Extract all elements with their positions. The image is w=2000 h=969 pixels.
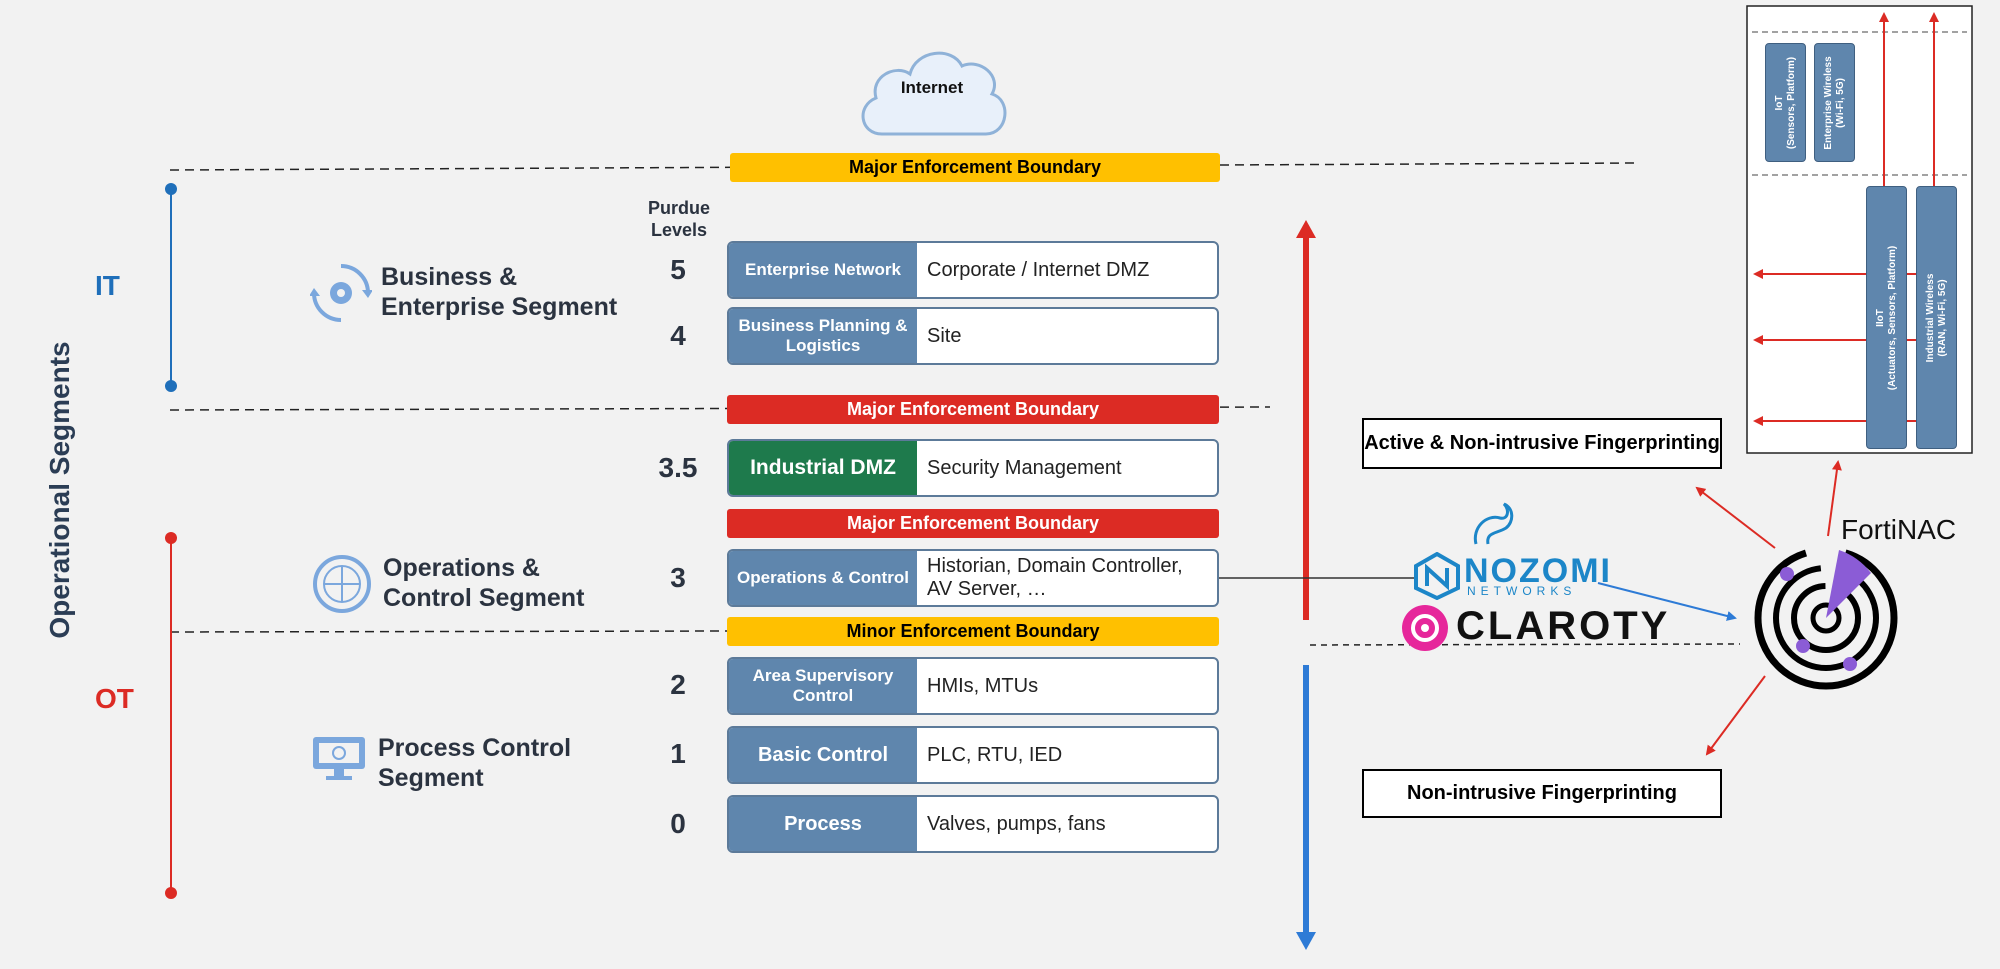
nozomi-sub: NETWORKS (1467, 584, 1577, 598)
level-number: 2 (670, 669, 686, 700)
business-segment-label: Business & Enterprise Segment (381, 263, 618, 321)
process-segment-label: Process Control Segment (378, 734, 572, 792)
level-number: 3.5 (658, 452, 698, 483)
globe-clock-icon (313, 555, 371, 613)
cloud-icon (861, 51, 1007, 136)
operational-segments-label: Operational Segments (44, 341, 75, 639)
level-row-enterprise: Enterprise Network Corporate / Internet … (727, 241, 1219, 299)
level-description: Security Management (927, 456, 1122, 479)
level-name: Process (729, 797, 917, 851)
minor-boundary-dashed-line (169, 630, 728, 633)
top-boundary-dashed-line (169, 162, 1636, 171)
level-name: Area Supervisory Control (729, 659, 917, 713)
level-description: Valves, pumps, fans (927, 812, 1106, 835)
level-number: 5 (670, 254, 686, 285)
level-description: PLC, RTU, IED (927, 743, 1063, 766)
nozomi-name: NOZOMI (1464, 552, 1612, 590)
level-name: Basic Control (729, 728, 917, 782)
level-number: 3 (670, 562, 686, 593)
it-label: IT (95, 270, 120, 301)
level-description: Site (927, 324, 962, 347)
level-row-industrial-dmz: Industrial DMZ Security Management (727, 439, 1219, 497)
claroty-logo-icon (1402, 605, 1448, 651)
claroty-name: CLAROTY (1456, 604, 1671, 648)
nozomi-dragon-icon (1473, 502, 1514, 545)
level-number: 1 (670, 738, 686, 769)
operations-segment-label: Operations & Control Segment (383, 554, 585, 612)
enterprise-wireless-box: Enterprise Wireless(Wi-Fi, 5G) (1814, 43, 1855, 162)
major-enforcement-boundary-top: Major Enforcement Boundary (730, 153, 1220, 182)
monitor-process-icon (313, 737, 365, 780)
ot-label: OT (95, 683, 134, 714)
fortinac-radar-icon (1754, 546, 1898, 690)
nozomi-logo-icon (1414, 552, 1460, 600)
level-row-business-planning: Business Planning & Logistics Site (727, 307, 1219, 365)
level-row-area-supervisory: Area Supervisory Control HMIs, MTUs (727, 657, 1219, 715)
level-name: Industrial DMZ (729, 441, 917, 495)
industrial-wireless-box: Industrial Wireless(RAN, Wi-Fi, 5G) (1916, 186, 1957, 449)
level-number: 4 (670, 320, 686, 351)
level-description: HMIs, MTUs (927, 674, 1039, 697)
level2-dashed-line (1309, 643, 1741, 646)
level-name: Operations & Control (729, 551, 917, 605)
iot-box: IoT(Sensors, Platform) (1765, 43, 1806, 162)
fortinac-name: FortiNAC (1841, 514, 1957, 545)
business-gear-cycle-icon (310, 264, 372, 322)
purdue-levels-label: Purdue Levels (647, 198, 710, 240)
iiot-box: IIoT(Actuators, Sensors, Platform) (1866, 186, 1907, 449)
level-name: Business Planning & Logistics (729, 309, 917, 363)
major-enforcement-boundary-dmz-ops: Major Enforcement Boundary (727, 509, 1219, 538)
level-name: Enterprise Network (729, 243, 917, 297)
level-row-basic-control: Basic Control PLC, RTU, IED (727, 726, 1219, 784)
non-intrusive-fingerprinting-box: Non-intrusive Fingerprinting (1362, 769, 1722, 818)
level-row-process: Process Valves, pumps, fans (727, 795, 1219, 853)
major-enforcement-boundary-it-dmz: Major Enforcement Boundary (727, 395, 1219, 424)
minor-enforcement-boundary: Minor Enforcement Boundary (727, 617, 1219, 646)
internet-label: Internet (900, 78, 964, 97)
level-description: Historian, Domain Controller, AV Server,… (927, 555, 1183, 600)
level-row-operations-control: Operations & Control Historian, Domain C… (727, 549, 1219, 607)
active-fingerprinting-box: Active & Non-intrusive Fingerprinting (1362, 418, 1722, 469)
level-description: Corporate / Internet DMZ (927, 258, 1150, 281)
level-number: 0 (670, 808, 686, 839)
